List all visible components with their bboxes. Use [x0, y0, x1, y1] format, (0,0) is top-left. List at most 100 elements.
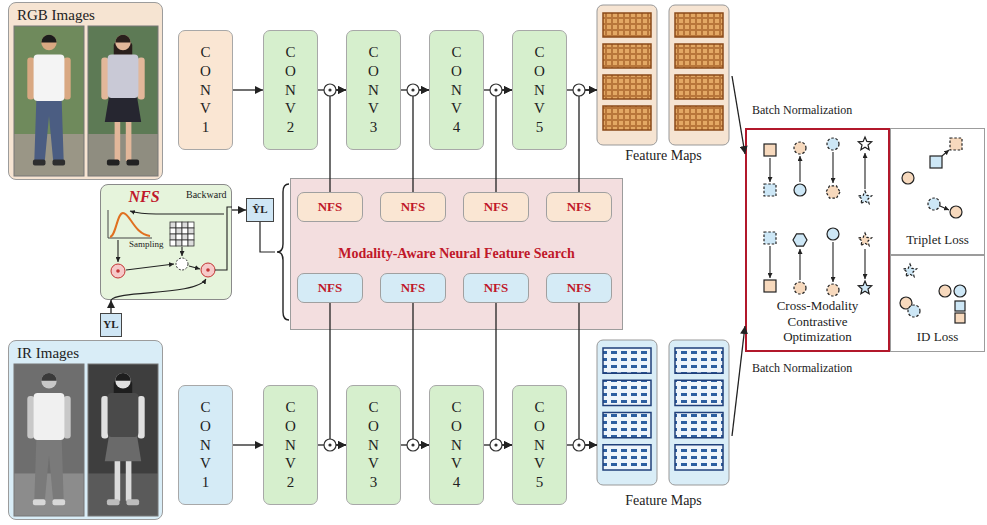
relation-arrow	[126, 264, 174, 270]
circle-sample	[908, 305, 920, 317]
photo-floor	[88, 134, 158, 176]
illustration-group	[900, 264, 966, 323]
hexagon-sample	[826, 186, 840, 198]
flow-connector	[318, 89, 346, 90]
square-sample	[764, 232, 776, 244]
flow-connector	[484, 444, 512, 445]
sampling-grid-cell	[188, 228, 194, 234]
person-leg	[115, 455, 121, 501]
conv-block: C O N V 4	[429, 385, 484, 505]
node-text: ID Loss	[917, 329, 959, 345]
node-text: RGB Images	[17, 6, 95, 24]
sampling-grid-cell	[188, 234, 194, 240]
node-text: Modality-Aware Neural Feature Search	[338, 246, 575, 263]
product-dot	[328, 88, 331, 91]
product-dot	[206, 268, 210, 272]
star-sample	[858, 137, 871, 150]
flow-connector	[110, 300, 111, 313]
sampling-grid-cell	[170, 228, 176, 234]
node-text: IR Images	[17, 344, 79, 362]
node-text: YL	[103, 318, 118, 331]
node-text: C O N V 2	[282, 398, 299, 492]
relation-arrow	[799, 156, 800, 182]
search-band: Modality-Aware Neural Feature SearchNFSN…	[290, 178, 623, 330]
sampling-grid-cell	[170, 234, 176, 240]
mask-box: ŶL	[246, 198, 274, 222]
feature-map	[675, 13, 723, 37]
relation-arrow	[864, 153, 865, 189]
product-dot	[577, 88, 580, 91]
node-text: C O N V 1	[197, 398, 214, 492]
hexagon-sample	[793, 234, 807, 246]
note-anchor: Sampling	[129, 239, 164, 249]
illustration-group	[14, 26, 158, 176]
flow-connector	[732, 76, 745, 154]
person-head	[41, 35, 56, 50]
node-illustration	[597, 5, 730, 167]
photo-frame	[88, 26, 158, 176]
elementwise-product	[573, 84, 585, 96]
flow-connector	[401, 89, 429, 90]
person-hair	[41, 373, 56, 381]
relation-arrow	[864, 249, 865, 279]
square-sample	[764, 144, 776, 156]
node-text: Cross-Modality Contrastive Optimization	[753, 298, 882, 345]
node-illustration	[9, 3, 162, 179]
gaussian-curve	[110, 213, 150, 237]
node-text: Feature Maps	[625, 148, 702, 165]
flow-connector	[579, 90, 597, 192]
circle-sample	[827, 228, 839, 240]
loss-box: ID Loss	[890, 255, 985, 352]
photo-ground	[14, 26, 84, 176]
person-head	[115, 35, 130, 50]
person-photo	[88, 26, 158, 176]
noise-dot	[116, 269, 120, 273]
feature-map-panel	[669, 340, 729, 485]
person-shirt	[108, 55, 139, 99]
circle-sample	[827, 138, 839, 150]
node-text: NFS	[318, 199, 343, 215]
circle-sample	[939, 285, 951, 297]
feature-map	[603, 106, 651, 130]
relation-arrow	[942, 150, 949, 156]
person-shoe	[107, 160, 120, 166]
flow-connector	[496, 303, 512, 445]
person-head	[115, 373, 130, 388]
person-shoe	[127, 160, 140, 166]
diagram-part	[900, 264, 966, 323]
node-text: C O N V 5	[531, 43, 548, 137]
circle-sample	[928, 198, 940, 210]
illustration-group	[108, 207, 232, 300]
relation-arrow	[940, 206, 949, 210]
circle-sample	[902, 172, 914, 184]
person-hair	[115, 373, 130, 381]
feature-map-panel	[597, 5, 657, 145]
output-line	[215, 207, 232, 270]
feature-map-panel	[597, 340, 657, 485]
relation-arrow	[832, 152, 833, 183]
person-skirt	[105, 435, 141, 461]
node-illustration	[597, 340, 730, 512]
mask-box: YL	[100, 313, 122, 337]
feature-map-group: Feature Maps	[597, 340, 730, 512]
input-curve	[111, 279, 206, 300]
product-circle	[573, 84, 585, 96]
nfs-module: NFS	[546, 192, 612, 222]
product-dot	[411, 443, 414, 446]
node-text: C O N V 4	[448, 43, 465, 137]
contrastive-box: Cross-Modality Contrastive Optimization	[745, 128, 890, 352]
edge-label: Batch Normalization	[752, 361, 852, 375]
person-shoe	[33, 160, 46, 166]
flow-connector	[567, 89, 597, 90]
node-text: NFS	[128, 187, 159, 206]
node-text: NFS	[567, 280, 592, 296]
photo-floor	[14, 473, 84, 516]
star-sample	[858, 281, 871, 294]
illustration-group	[902, 138, 962, 218]
nfs-module: NFS	[297, 192, 363, 222]
flow-connector	[732, 326, 745, 436]
loss-box: Triplet Loss	[890, 128, 985, 255]
flow-connector	[330, 303, 346, 445]
person-shoe	[107, 499, 120, 505]
